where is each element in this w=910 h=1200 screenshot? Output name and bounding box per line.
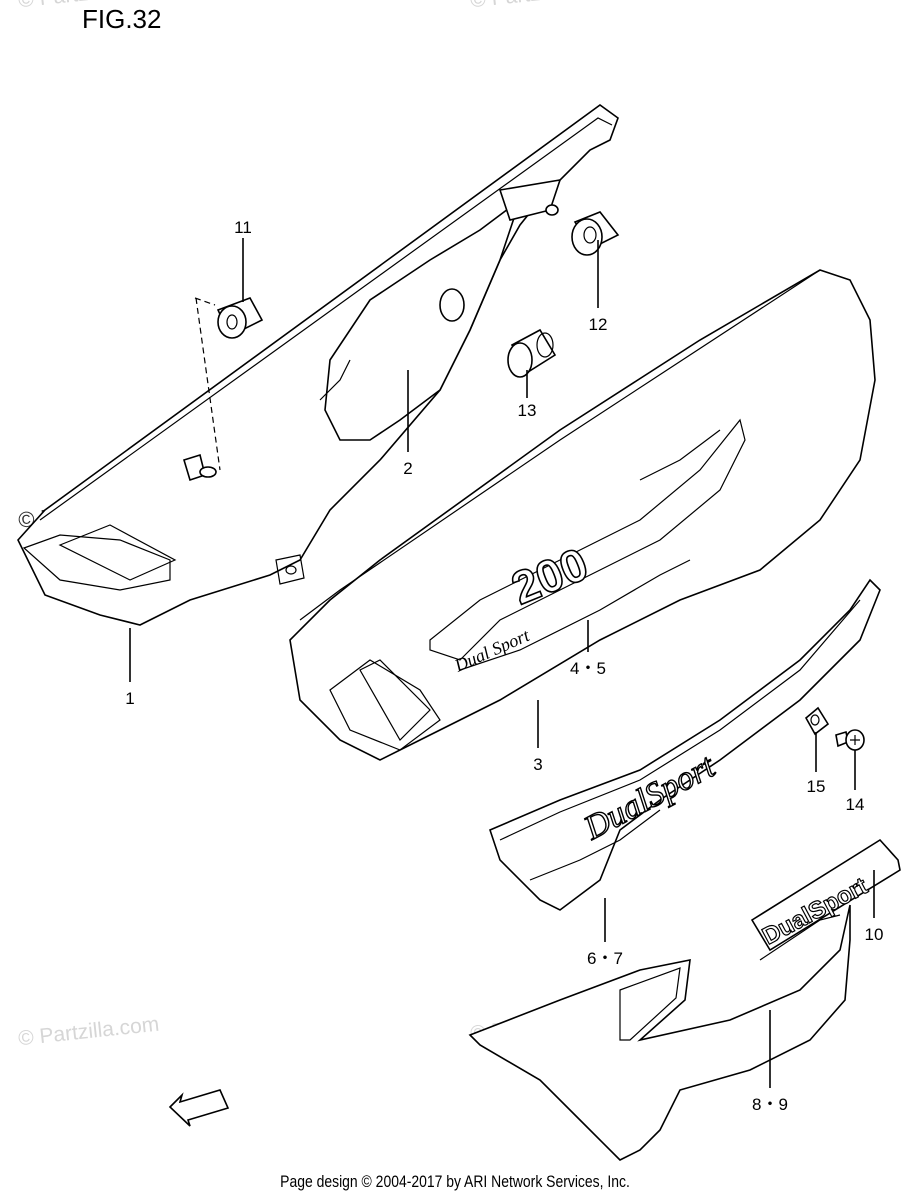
callout-3: 3 xyxy=(533,755,542,774)
callout-12: 12 xyxy=(589,315,608,334)
inner-panel[interactable] xyxy=(319,178,562,441)
callout-14: 14 xyxy=(846,795,865,814)
grommet-11[interactable] xyxy=(216,297,264,339)
screw-14[interactable] xyxy=(835,729,865,751)
callout-8-9: 8・9 xyxy=(752,1095,788,1114)
spacer-13[interactable] xyxy=(507,328,557,378)
forward-arrow: FWD xyxy=(168,1089,230,1127)
callout-10: 10 xyxy=(865,925,884,944)
frame-cover[interactable] xyxy=(289,269,876,761)
emblem-dual-sport[interactable] xyxy=(750,838,901,952)
callout-6-7: 6・7 xyxy=(587,949,623,968)
washer-15[interactable] xyxy=(804,706,830,736)
decal-dual-sport[interactable] xyxy=(489,578,881,911)
callout-2: 2 xyxy=(403,459,412,478)
figure-title: FIG.32 xyxy=(82,4,162,34)
callout-4-5: 4・5 xyxy=(570,659,606,678)
page-footer: Page design © 2004-2017 by ARI Network S… xyxy=(280,1172,630,1191)
grommet-12[interactable] xyxy=(571,211,620,256)
leader-lines xyxy=(129,238,875,1088)
callout-13: 13 xyxy=(518,401,537,420)
decal-lower[interactable] xyxy=(468,904,851,1161)
callout-1: 1 xyxy=(125,689,134,708)
callout-11: 11 xyxy=(234,218,252,237)
callout-15: 15 xyxy=(807,777,826,796)
